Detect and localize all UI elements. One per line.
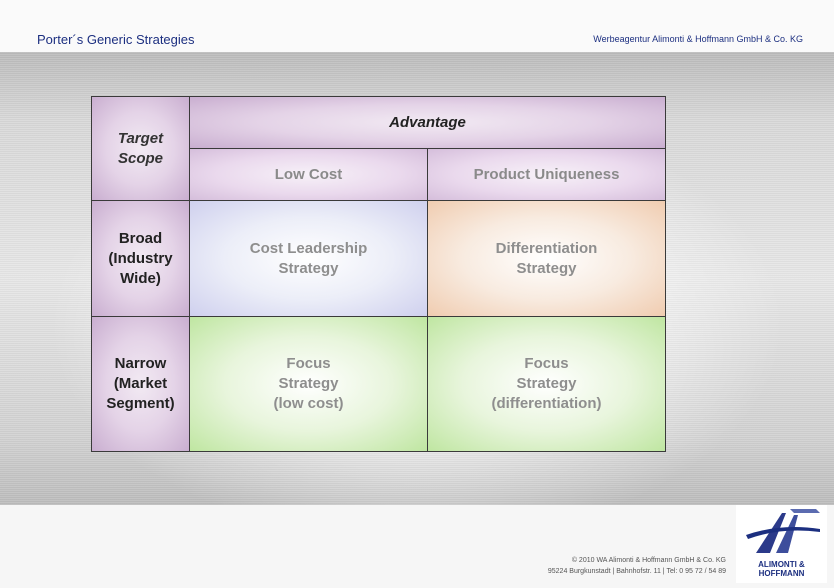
copyright-line: © 2010 WA Alimonti & Hoffmann GmbH & Co.… <box>571 557 726 564</box>
company-name: Werbeagentur Alimonti & Hoffmann GmbH & … <box>593 34 803 44</box>
copyright-block: © 2010 WA Alimonti & Hoffmann GmbH & Co.… <box>548 555 726 577</box>
slide-title: Porter´s Generic Strategies <box>37 32 195 47</box>
low-cost-header: Low Cost <box>190 149 428 201</box>
logo-text: ALIMONTI & HOFFMANN <box>758 560 805 578</box>
narrow-row-label: Narrow (Market Segment) <box>92 317 190 451</box>
footer-bar <box>0 505 834 588</box>
company-logo: ALIMONTI & HOFFMANN <box>736 505 827 583</box>
product-uniqueness-header: Product Uniqueness <box>428 149 665 201</box>
focus-differentiation-cell: Focus Strategy (differentiation) <box>428 317 665 451</box>
logo-mark-icon <box>746 509 820 553</box>
advantage-header: Advantage <box>190 97 665 149</box>
target-scope-header: Target Scope <box>92 97 190 201</box>
differentiation-cell: Differentiation Strategy <box>428 201 665 317</box>
header-bar: Porter´s Generic Strategies Werbeagentur… <box>0 0 834 52</box>
address-line: 95224 Burgkunstadt | Bahnhofstr. 11 | Te… <box>547 568 726 575</box>
broad-row-label: Broad (Industry Wide) <box>92 201 190 317</box>
focus-low-cost-cell: Focus Strategy (low cost) <box>190 317 428 451</box>
strategy-matrix: Target Scope Advantage Low Cost Product … <box>91 96 666 452</box>
cost-leadership-cell: Cost Leadership Strategy <box>190 201 428 317</box>
